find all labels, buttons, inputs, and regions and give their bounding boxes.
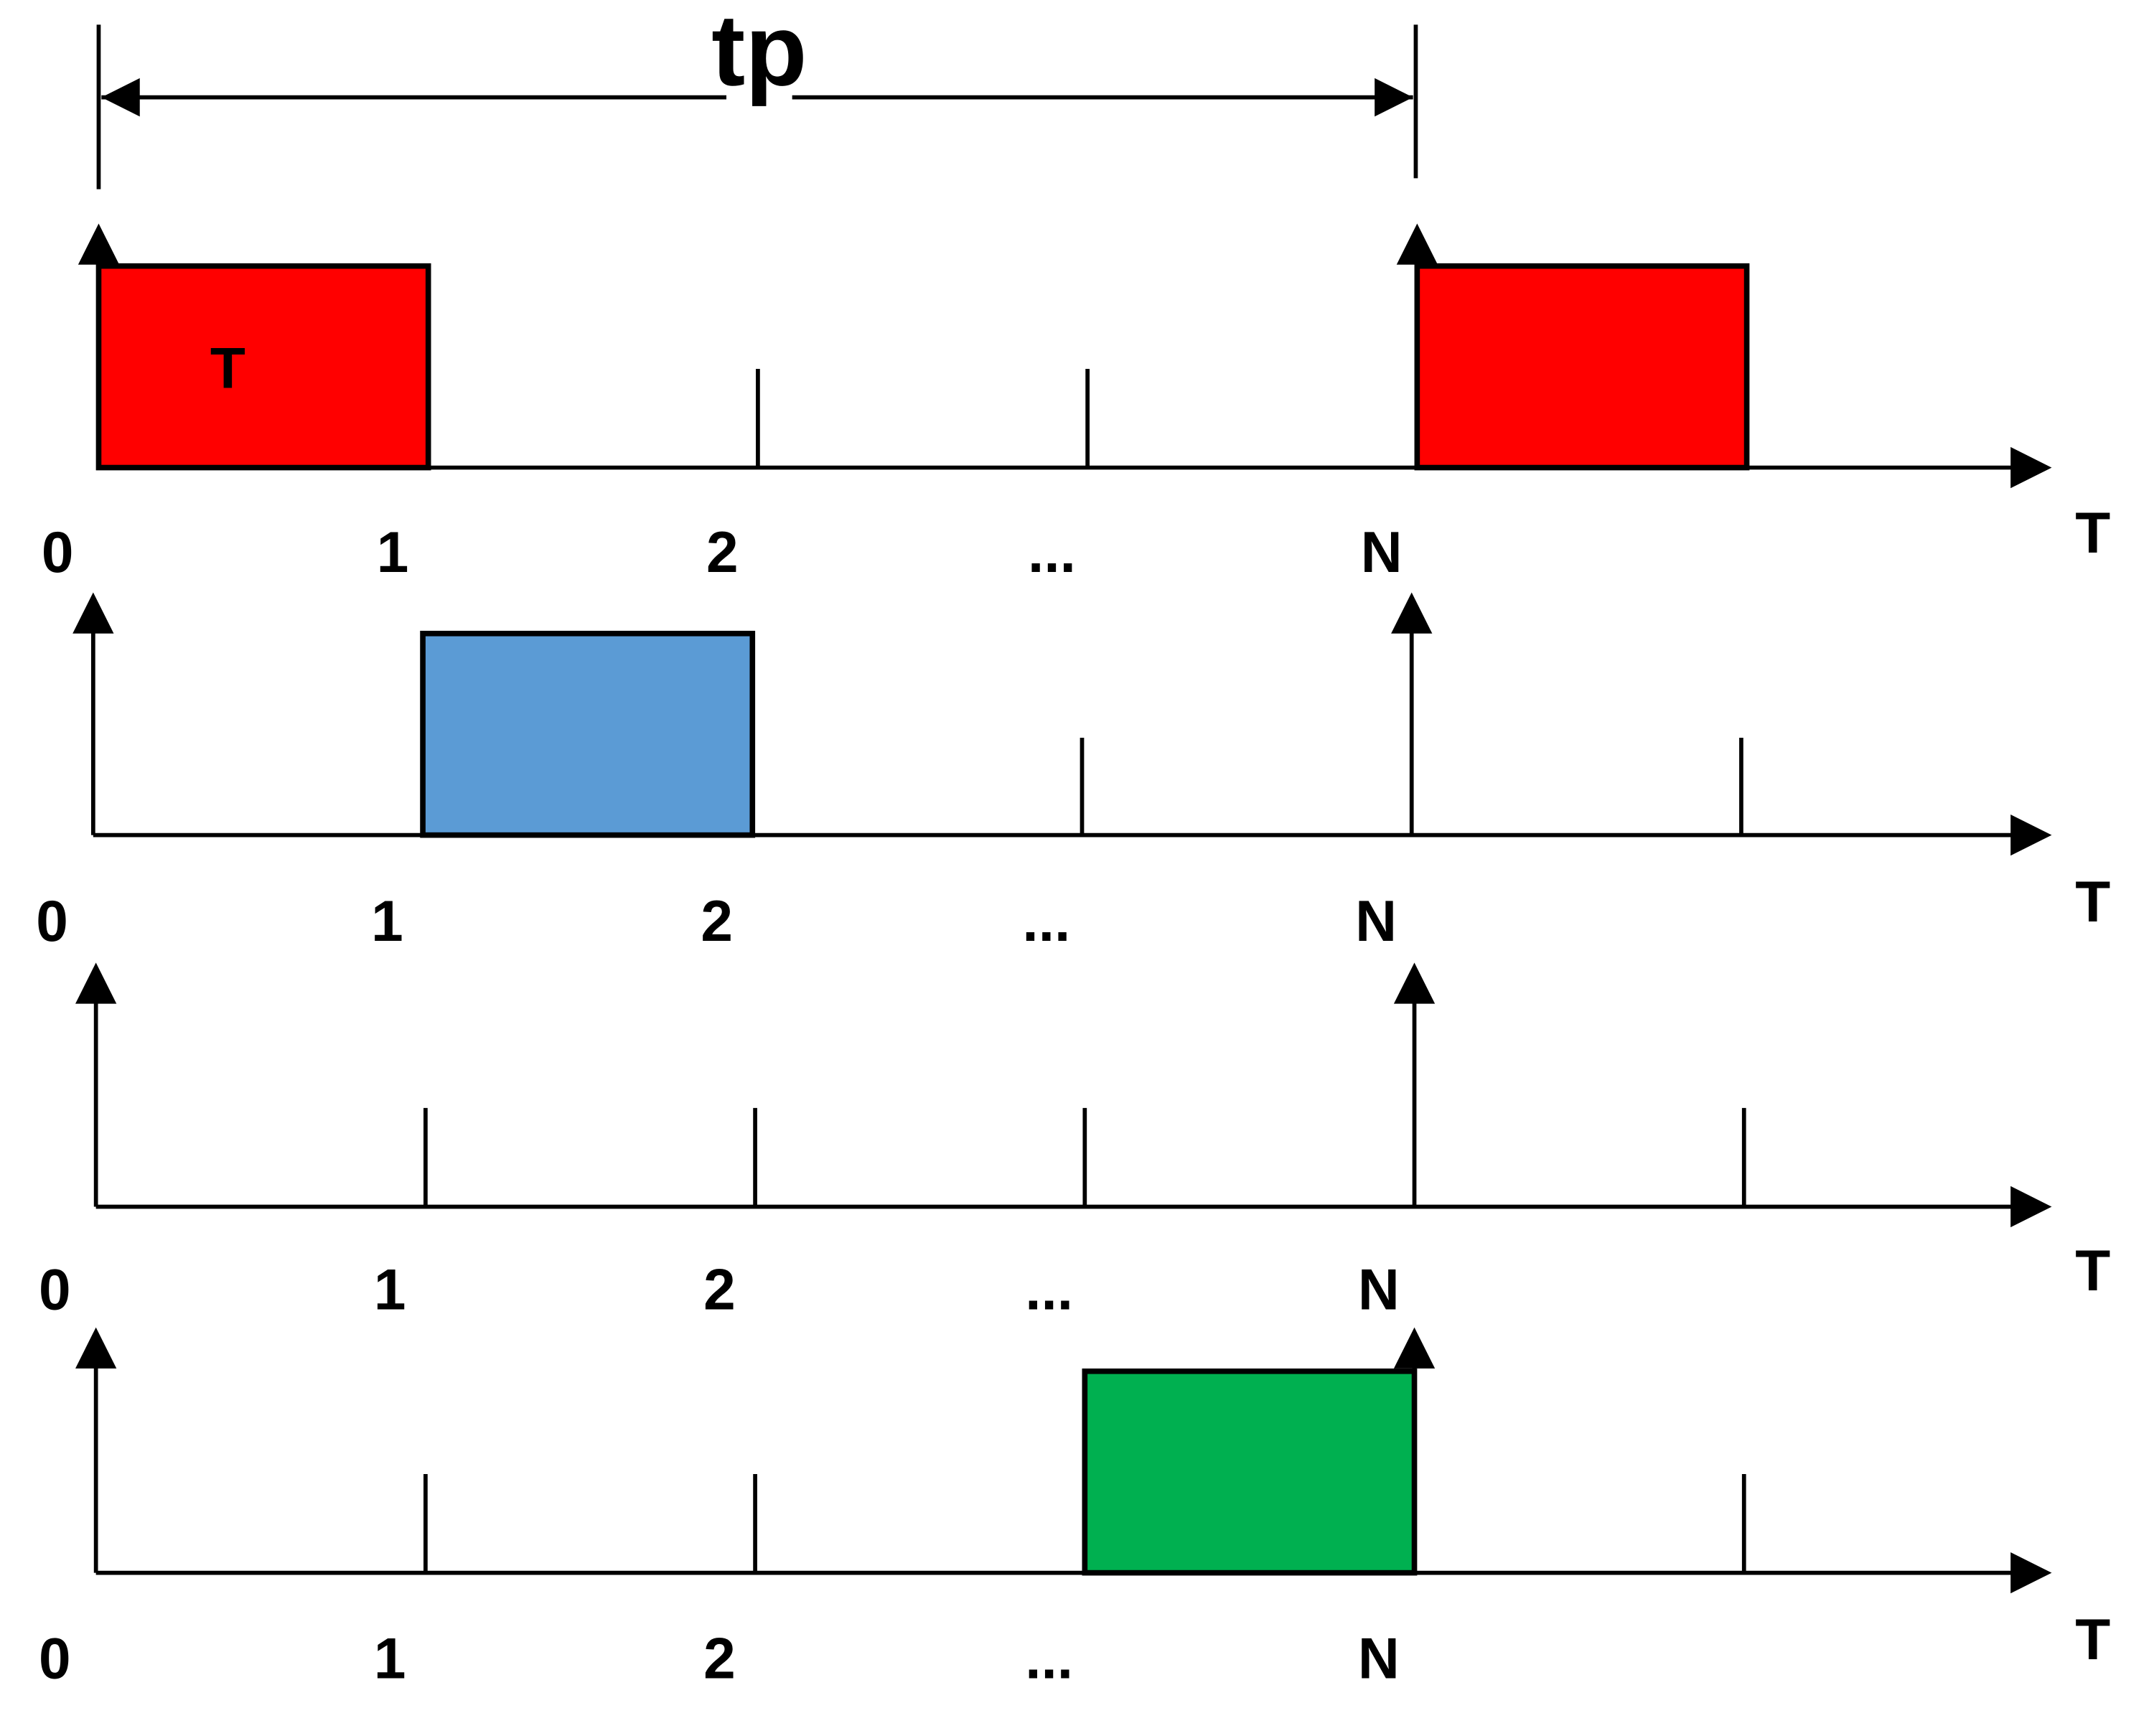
tick-label: 2 xyxy=(703,1626,736,1691)
timeline-row-1: T 0 1 2... N T xyxy=(42,223,2110,584)
time-axis-label: T xyxy=(2075,869,2110,934)
tick-label: 1 xyxy=(374,1626,406,1691)
time-slot-label: T xyxy=(210,336,245,400)
tick-label: N xyxy=(1358,1257,1400,1322)
tick-label: 1 xyxy=(371,888,403,953)
tick-label: 0 xyxy=(39,1257,71,1322)
tick-label: 0 xyxy=(39,1626,71,1691)
time-axis-arrowhead xyxy=(2010,1552,2052,1594)
time-axis-label: T xyxy=(2075,500,2110,565)
timeline-row-3: 0 1 2... N T xyxy=(39,962,2110,1322)
period-indicator: tp xyxy=(96,0,1418,189)
tick-label: 2 xyxy=(701,888,733,953)
period-label: tp xyxy=(711,0,807,106)
amplitude-axis-arrowhead xyxy=(78,223,120,265)
time-axis-arrowhead xyxy=(2010,814,2052,856)
time-slot-box xyxy=(1082,1368,1418,1576)
tick-label: 0 xyxy=(42,520,74,584)
tick-label: N xyxy=(1358,1626,1400,1691)
timeline-row-2: 0 1 2... N T xyxy=(36,592,2110,953)
amplitude-axis-arrowhead xyxy=(75,962,117,1004)
tick-label: ... xyxy=(1025,1257,1073,1322)
time-axis-label: T xyxy=(2075,1238,2110,1303)
time-slot-box xyxy=(95,263,431,471)
tick-label: 1 xyxy=(377,520,409,584)
period-boundary-arrowhead xyxy=(1396,223,1438,265)
period-boundary-arrowhead xyxy=(1391,592,1433,634)
amplitude-axis-arrowhead xyxy=(72,592,114,634)
amplitude-axis-arrowhead xyxy=(75,1327,117,1369)
period-boundary-arrowhead xyxy=(1393,1327,1436,1369)
time-slot-box xyxy=(1414,263,1750,471)
time-axis-arrowhead xyxy=(2010,446,2052,489)
tick-label: ... xyxy=(1025,1626,1073,1691)
tick-label: 0 xyxy=(36,888,68,953)
time-axis-arrowhead xyxy=(2010,1186,2052,1228)
period-boundary-arrowhead xyxy=(1393,962,1436,1004)
time-slot-box xyxy=(420,630,756,838)
tick-label: 1 xyxy=(374,1257,406,1322)
tick-label: ... xyxy=(1028,520,1076,584)
period-arrowhead-right xyxy=(1375,78,1413,117)
tick-label: 2 xyxy=(703,1257,736,1322)
tick-label: N xyxy=(1361,520,1403,584)
period-arrowhead-left xyxy=(101,78,140,117)
tick-label: ... xyxy=(1022,888,1070,953)
time-axis-label: T xyxy=(2075,1607,2110,1671)
tick-label: 2 xyxy=(706,520,739,584)
tick-label: N xyxy=(1355,888,1397,953)
timeline-row-4: 0 1 2... N T xyxy=(39,1327,2110,1691)
timeline-rows: T 0 1 2... N T 0 1 2... N T 0 1 2... N T 0 1 2... N T xyxy=(36,223,2110,1691)
